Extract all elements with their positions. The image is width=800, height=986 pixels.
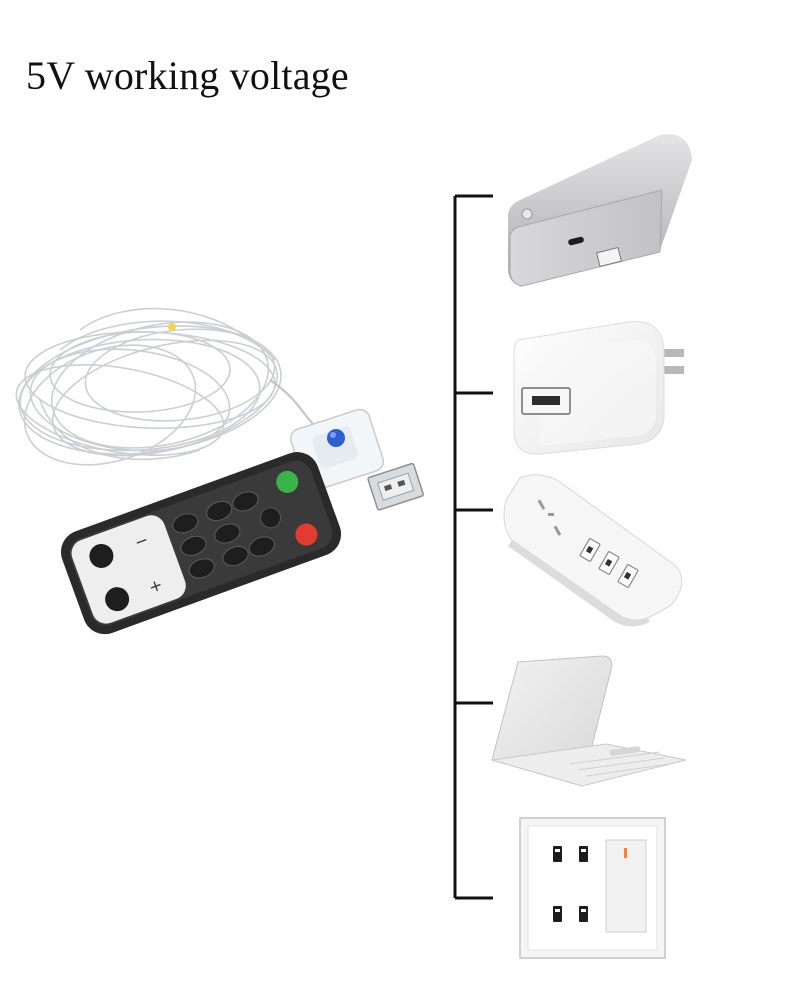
- remote-plus-label: +: [146, 575, 165, 597]
- remote-on-button[interactable]: [273, 468, 301, 496]
- power-bank-icon: [508, 134, 692, 287]
- remote-mode-button[interactable]: [258, 505, 284, 531]
- usb-wall-adapter-icon: [513, 321, 684, 455]
- usb-plug-icon: [367, 462, 424, 511]
- remote-panel: [71, 515, 186, 624]
- usb-power-strip-icon: [503, 474, 683, 627]
- remote-bright-button[interactable]: [102, 584, 133, 615]
- remote-key-1[interactable]: [170, 510, 201, 536]
- string-lights-icon: [15, 307, 323, 466]
- remote-dim-button[interactable]: [86, 541, 117, 572]
- remote-minus-label: −: [132, 530, 151, 552]
- remote-key-7[interactable]: [230, 489, 261, 515]
- remote-key-5[interactable]: [186, 556, 217, 582]
- remote-off-button[interactable]: [292, 520, 320, 548]
- remote-control-icon: − +: [60, 452, 342, 635]
- usb-wall-socket-icon: [519, 817, 666, 959]
- remote-key-6[interactable]: [220, 543, 251, 569]
- remote-key-4[interactable]: [212, 521, 243, 547]
- usb-mode-button[interactable]: [327, 429, 345, 447]
- remote-key-3[interactable]: [178, 533, 209, 559]
- headline: 5V working voltage: [26, 53, 349, 98]
- connection-bracket: [453, 194, 493, 900]
- laptop-icon: [491, 655, 687, 787]
- remote-key-2[interactable]: [204, 498, 235, 524]
- lights-tag-icon: [168, 323, 176, 331]
- remote-key-8[interactable]: [247, 534, 278, 560]
